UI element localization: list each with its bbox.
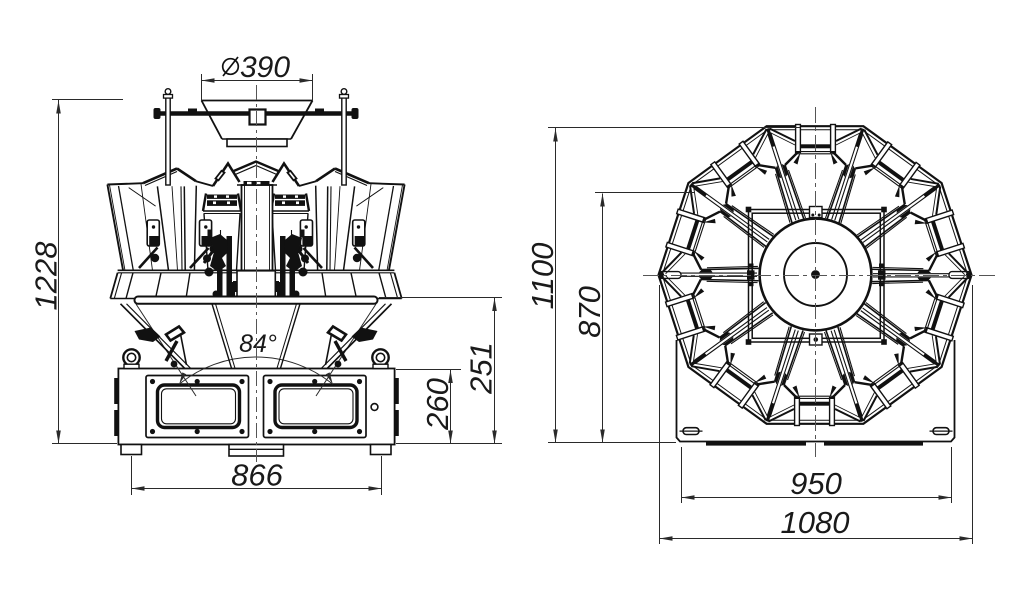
svg-text:251: 251 [464,342,499,395]
svg-text:260: 260 [420,378,455,431]
svg-text:1228: 1228 [29,241,64,311]
svg-text:950: 950 [790,466,842,501]
svg-text:84°: 84° [239,330,277,358]
svg-text:866: 866 [231,458,283,493]
svg-text:1080: 1080 [781,505,850,540]
svg-text:870: 870 [572,286,607,338]
svg-text:390: 390 [240,51,290,84]
svg-text:1100: 1100 [525,243,560,310]
